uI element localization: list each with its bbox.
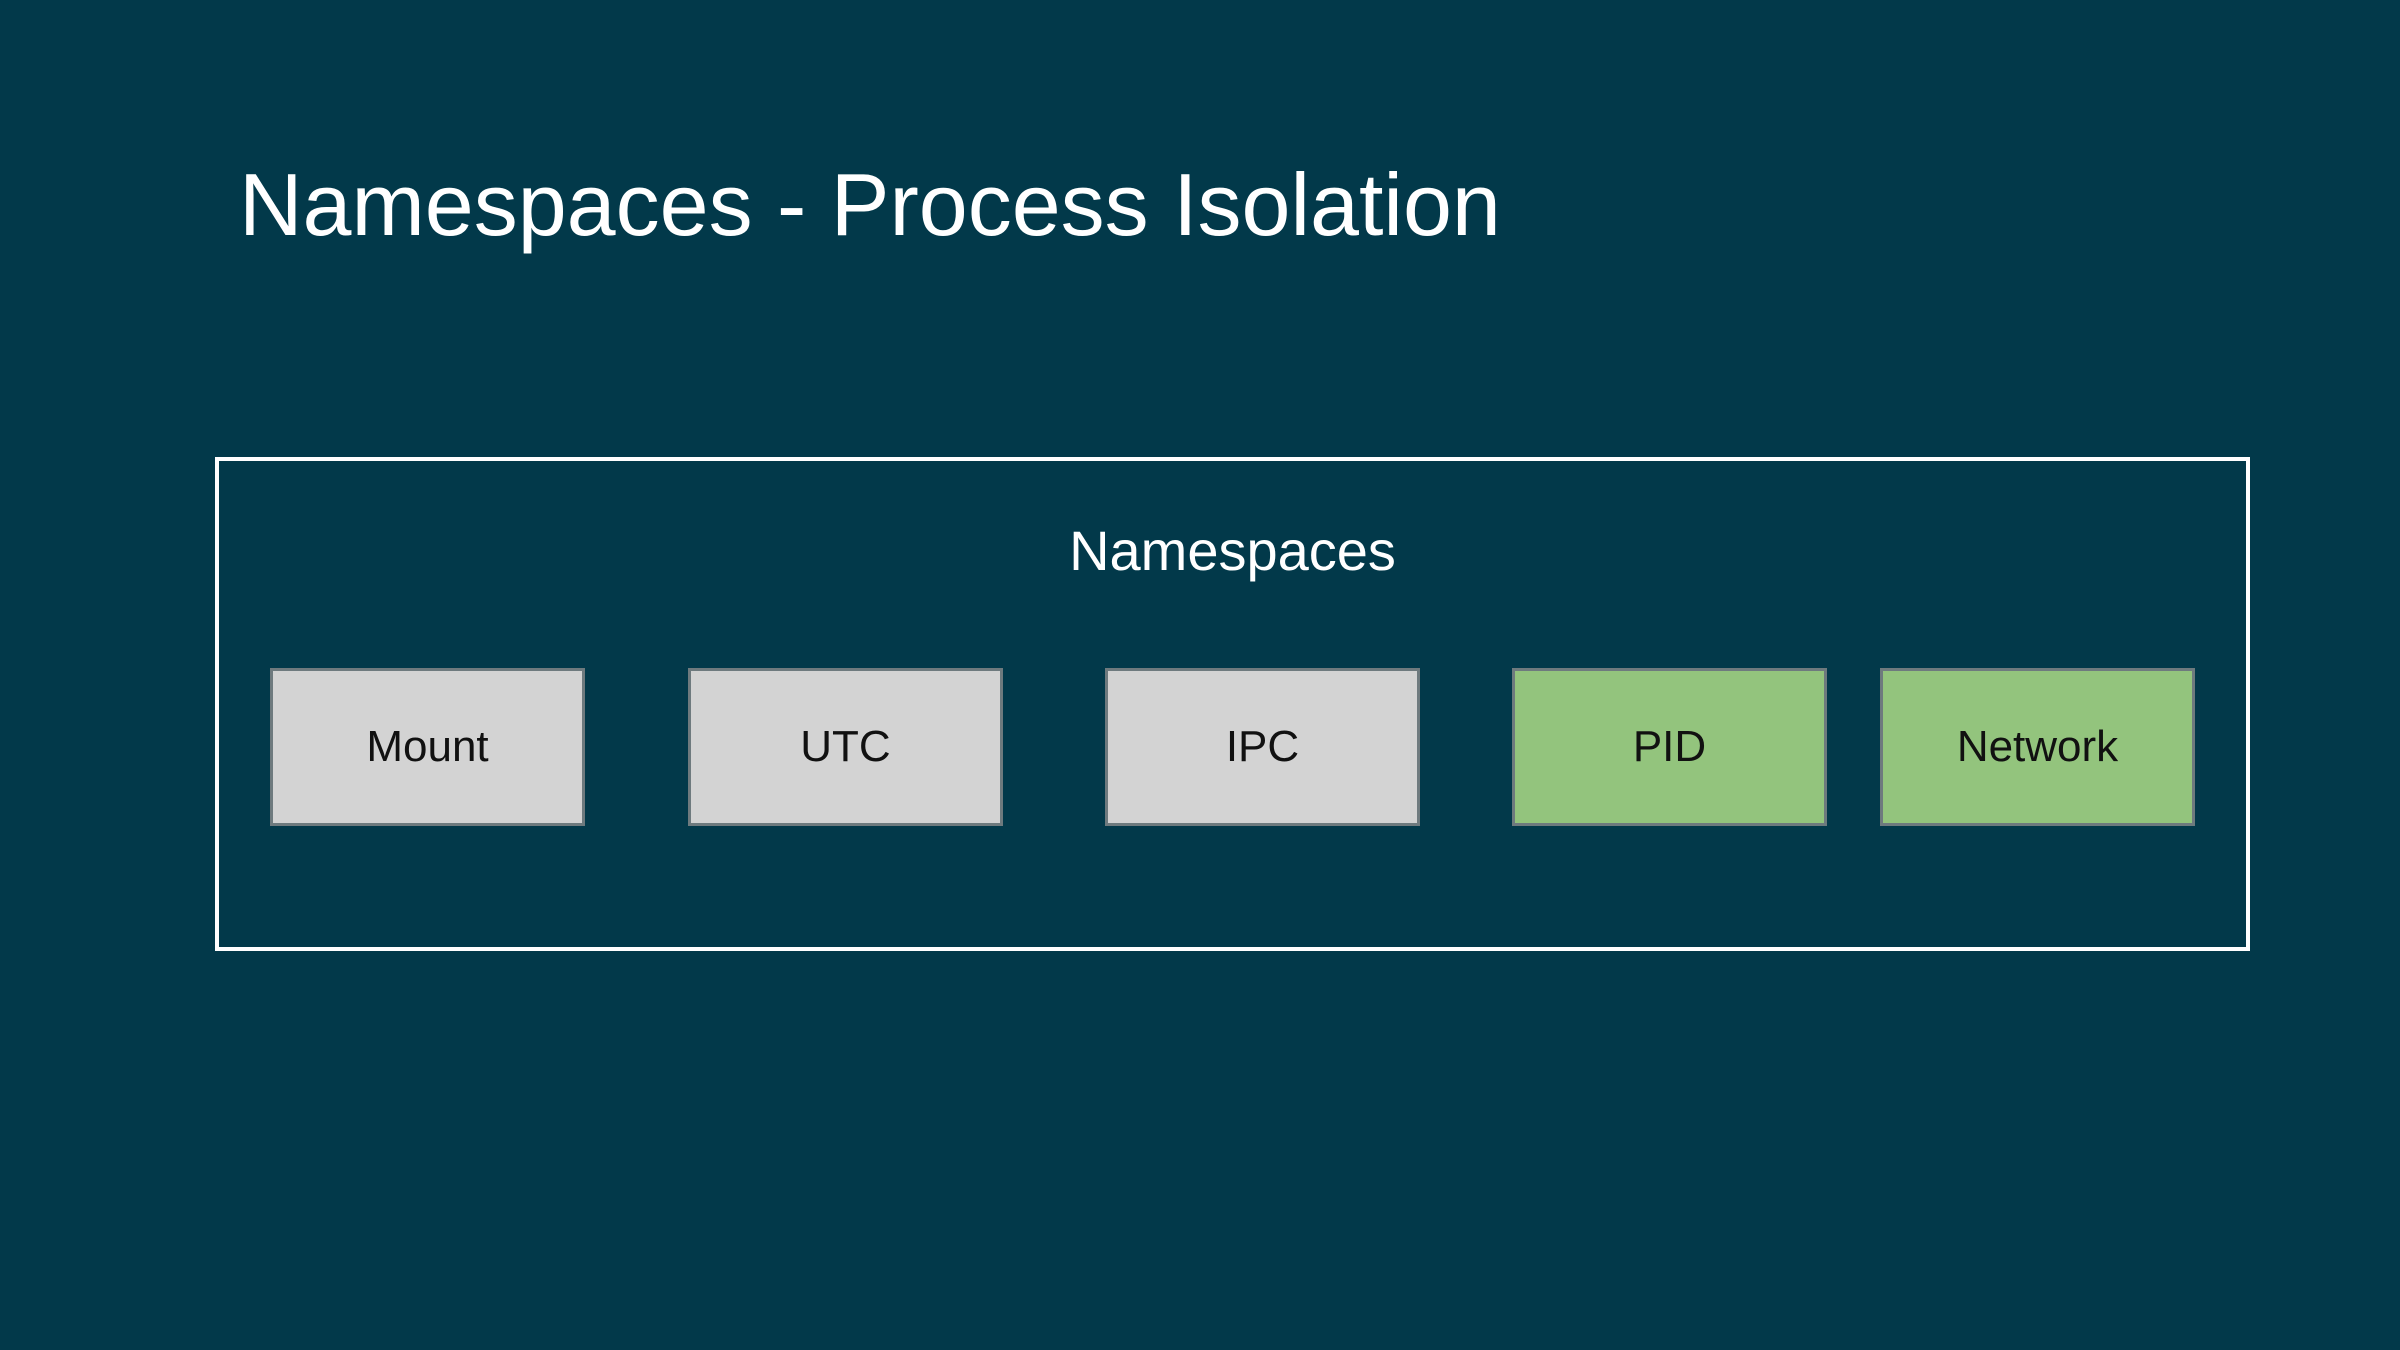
namespace-box-ipc: IPC bbox=[1105, 668, 1420, 826]
slide-title: Namespaces - Process Isolation bbox=[239, 155, 1501, 254]
namespaces-group: Namespaces Mount UTC IPC PID Network bbox=[215, 457, 2250, 951]
namespace-box-network: Network bbox=[1880, 668, 2195, 826]
namespace-label-network: Network bbox=[1956, 722, 2119, 771]
namespace-box-mount: Mount bbox=[270, 668, 585, 826]
namespace-label-pid: PID bbox=[1632, 722, 1707, 771]
namespace-box-utc: UTC bbox=[688, 668, 1003, 826]
namespace-label-utc: UTC bbox=[800, 722, 891, 771]
namespace-box-pid: PID bbox=[1512, 668, 1827, 826]
namespaces-group-label: Namespaces bbox=[1069, 519, 1396, 582]
namespace-label-ipc: IPC bbox=[1225, 722, 1300, 771]
namespace-label-mount: Mount bbox=[366, 722, 489, 771]
